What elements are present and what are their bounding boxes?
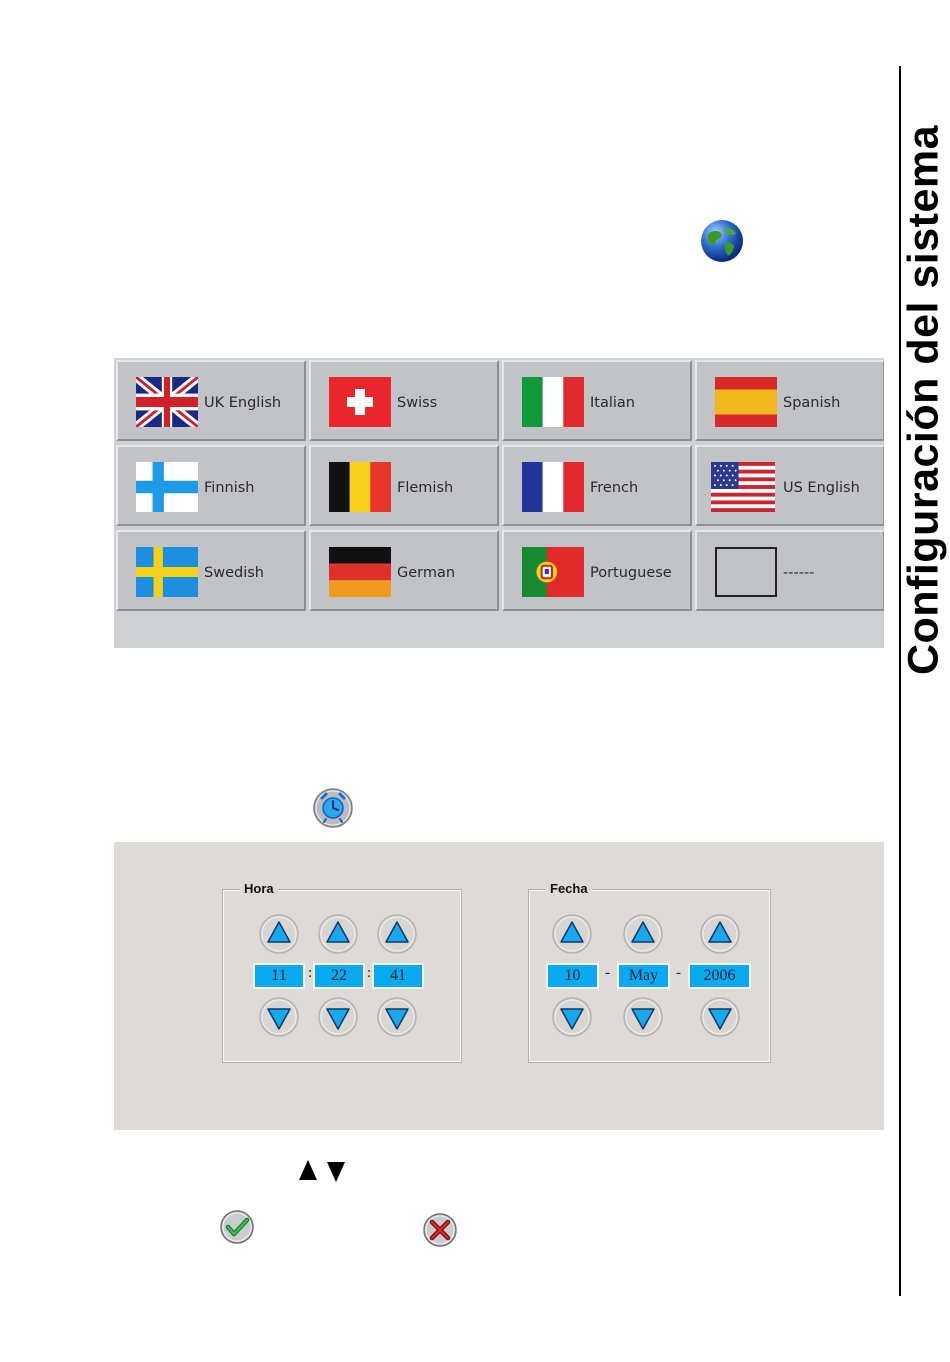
language-label: Swiss [397,395,437,411]
french-flag-icon [522,462,584,512]
time-group: Hora 11 : 22 : 41 [223,890,461,1062]
language-button-spanish[interactable]: Spanish [695,360,884,441]
time-group-title: Hora [240,881,278,896]
portuguese-flag-icon [522,547,584,597]
time-separator: : [308,965,312,982]
day-down-button[interactable] [551,996,593,1038]
datetime-panel: Hora 11 : 22 : 41 Fecha 10 - May - 2006 [114,842,884,1130]
date-separator: - [605,965,610,982]
language-button-swiss[interactable]: Swiss [309,360,499,441]
minute-down-button[interactable] [317,996,359,1038]
language-label: Finnish [204,480,254,496]
day-up-button[interactable] [551,913,593,955]
language-button-german[interactable]: German [309,530,499,611]
language-button-flemish[interactable]: Flemish [309,445,499,526]
language-button-empty[interactable]: ------ [695,530,884,611]
up-down-arrows-icon [298,1158,346,1184]
year-up-button[interactable] [699,913,741,955]
language-label: French [590,480,638,496]
globe-icon [699,218,745,264]
minute-field[interactable]: 22 [313,963,365,989]
finnish-flag-icon [136,462,198,512]
language-button-french[interactable]: French [502,445,692,526]
language-label: German [397,565,455,581]
german-flag-icon [329,547,391,597]
second-down-button[interactable] [376,996,418,1038]
swiss-flag-icon [329,377,391,427]
date-separator: - [676,965,681,982]
language-label: Flemish [397,480,453,496]
second-field[interactable]: 41 [372,963,424,989]
language-label: US English [783,480,860,496]
swedish-flag-icon [136,547,198,597]
language-label: Italian [590,395,635,411]
clock-icon [312,787,354,829]
date-group-title: Fecha [546,881,592,896]
checkmark-icon [219,1209,255,1245]
language-button-italian[interactable]: Italian [502,360,692,441]
minute-up-button[interactable] [317,913,359,955]
year-field[interactable]: 2006 [688,963,751,989]
hour-up-button[interactable] [258,913,300,955]
flemish-flag-icon [329,462,391,512]
language-button-us-english[interactable]: US English [695,445,884,526]
section-title: Configuración del sistema [900,125,949,675]
language-button-finnish[interactable]: Finnish [116,445,306,526]
date-group: Fecha 10 - May - 2006 [529,890,770,1062]
spanish-flag-icon [715,377,777,427]
language-panel: UK English Swiss Italian Spanish Finnis [114,358,884,648]
language-label: Swedish [204,565,264,581]
language-button-swedish[interactable]: Swedish [116,530,306,611]
uk-flag-icon [136,377,198,427]
year-down-button[interactable] [699,996,741,1038]
language-label: UK English [204,395,281,411]
day-field[interactable]: 10 [546,963,599,989]
hour-down-button[interactable] [258,996,300,1038]
cancel-x-icon [422,1212,458,1248]
language-button-portuguese[interactable]: Portuguese [502,530,692,611]
empty-flag-icon [715,547,777,597]
hour-field[interactable]: 11 [253,963,305,989]
us-flag-icon [711,462,775,512]
second-up-button[interactable] [376,913,418,955]
language-label: Spanish [783,395,840,411]
month-field[interactable]: May [617,963,670,989]
time-separator: : [367,965,371,982]
month-down-button[interactable] [622,996,664,1038]
language-button-uk-english[interactable]: UK English [116,360,306,441]
month-up-button[interactable] [622,913,664,955]
italian-flag-icon [522,377,584,427]
language-label: ------ [783,565,814,581]
language-label: Portuguese [590,565,672,581]
